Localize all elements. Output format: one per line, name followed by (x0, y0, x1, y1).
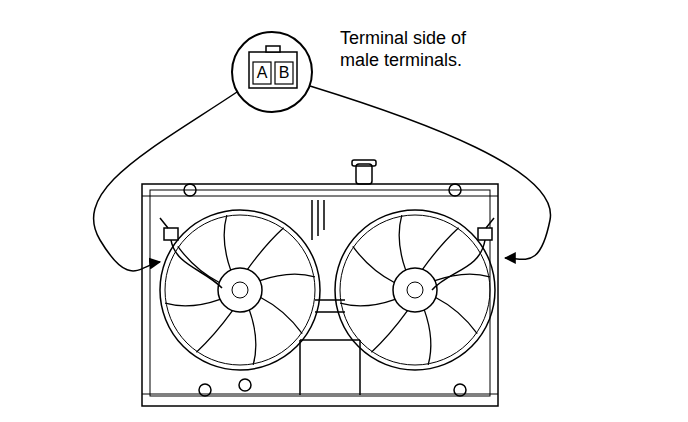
note-text: Terminal side of male terminals. (340, 28, 510, 71)
radiator (142, 160, 498, 406)
leader-line (94, 86, 551, 271)
callout-circle (232, 32, 312, 112)
pin-name: A (253, 62, 271, 84)
fan-connector (160, 218, 494, 290)
pin-name: B (275, 62, 293, 84)
